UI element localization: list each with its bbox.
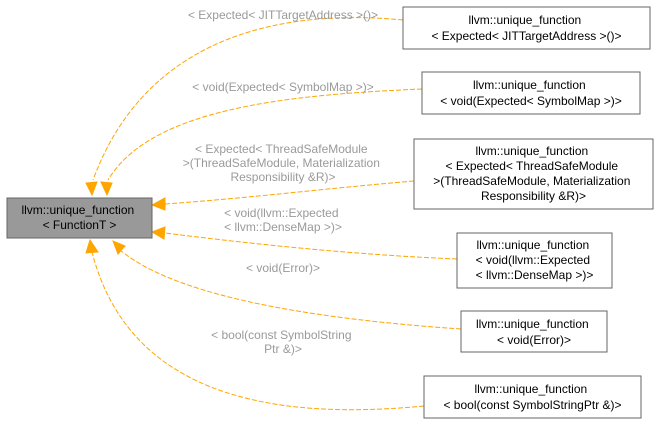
edge-label-line: < bool(const SymbolString [211, 328, 351, 342]
node-line: llvm::unique_function [21, 203, 134, 217]
edge-label-line: >(ThreadSafeModule, Materialization [183, 156, 380, 170]
edge-label: < Expected< ThreadSafeModule >(ThreadSaf… [183, 142, 383, 184]
node-expected-jit-target-address[interactable]: llvm::unique_function < Expected< JITTar… [402, 6, 651, 50]
node-void-llvm-expected-densemap[interactable]: llvm::unique_function < void(llvm::Expec… [456, 232, 613, 289]
node-text: llvm::unique_function < FunctionT > [21, 203, 137, 232]
node-line: < Expected< JITTargetAddress >()> [431, 29, 621, 43]
edge-label: < bool(const SymbolString Ptr &)> [211, 328, 355, 356]
edge-label-line: < void(Expected< SymbolMap >)> [192, 80, 373, 94]
edge-bool-symbolstring [85, 238, 425, 411]
node-line: < Expected< ThreadSafeModule [446, 159, 619, 173]
edge-label: < Expected< JITTargetAddress >()> [188, 8, 378, 22]
node-line: < FunctionT > [43, 218, 117, 232]
edge-label-line: Responsibility &R)> [230, 170, 335, 184]
node-void-error[interactable]: llvm::unique_function < void(Error)> [460, 310, 608, 353]
node-expected-threadsafemodule[interactable]: llvm::unique_function < Expected< Thread… [413, 138, 654, 210]
node-bool-const-symbolstringptr[interactable]: llvm::unique_function < bool(const Symbo… [423, 375, 642, 419]
node-text: llvm::unique_function < Expected< Thread… [433, 144, 633, 203]
edge-label-line: < void(Error)> [246, 261, 320, 275]
node-text: llvm::unique_function < bool(const Symbo… [443, 382, 621, 412]
edge-label-line: < void(llvm::Expected [224, 206, 338, 220]
node-line: llvm::unique_function [474, 382, 587, 396]
edge-label: < void(Expected< SymbolMap >)> [192, 80, 373, 94]
node-text: llvm::unique_function < Expected< JITTar… [431, 13, 621, 43]
edge-label-line: < llvm::DenseMap >)> [224, 220, 342, 234]
edge-label-line: Ptr &)> [264, 342, 302, 356]
edge-void-symbolmap [100, 88, 423, 197]
node-line: Responsibility &R)> [481, 189, 586, 203]
node-text: llvm::unique_function < void(llvm::Expec… [476, 238, 594, 282]
node-line: llvm::unique_function [475, 144, 588, 158]
node-line: < void(Error)> [497, 333, 571, 347]
edge-void-densemap [150, 226, 458, 260]
node-void-expected-symbolmap[interactable]: llvm::unique_function < void(Expected< S… [421, 71, 641, 115]
node-line: llvm::unique_function [476, 317, 589, 331]
edge-expected-jit [85, 17, 404, 197]
node-line: < void(llvm::Expected [476, 253, 590, 267]
node-text: llvm::unique_function < void(Error)> [476, 317, 592, 347]
node-line: llvm::unique_function [476, 238, 589, 252]
node-line: < void(Expected< SymbolMap >)> [440, 94, 621, 108]
node-text: llvm::unique_function < void(Expected< S… [440, 78, 621, 108]
edge-expected-threadsafe [150, 180, 415, 211]
edge-label-line: < Expected< JITTargetAddress >()> [188, 8, 378, 22]
node-line: < llvm::DenseMap >)> [476, 268, 594, 282]
node-line: llvm::unique_function [468, 13, 581, 27]
edge-void-error [112, 240, 462, 330]
edge-label-line: < Expected< ThreadSafeModule [195, 142, 368, 156]
edge-label: < void(Error)> [246, 261, 320, 275]
node-line: llvm::unique_function [473, 78, 586, 92]
main-node-unique-function[interactable]: llvm::unique_function < FunctionT > [6, 197, 153, 239]
node-line: >(ThreadSafeModule, Materialization [433, 174, 630, 188]
node-line: < bool(const SymbolStringPtr &)> [443, 398, 621, 412]
edge-label: < void(llvm::Expected < llvm::DenseMap >… [224, 206, 342, 234]
